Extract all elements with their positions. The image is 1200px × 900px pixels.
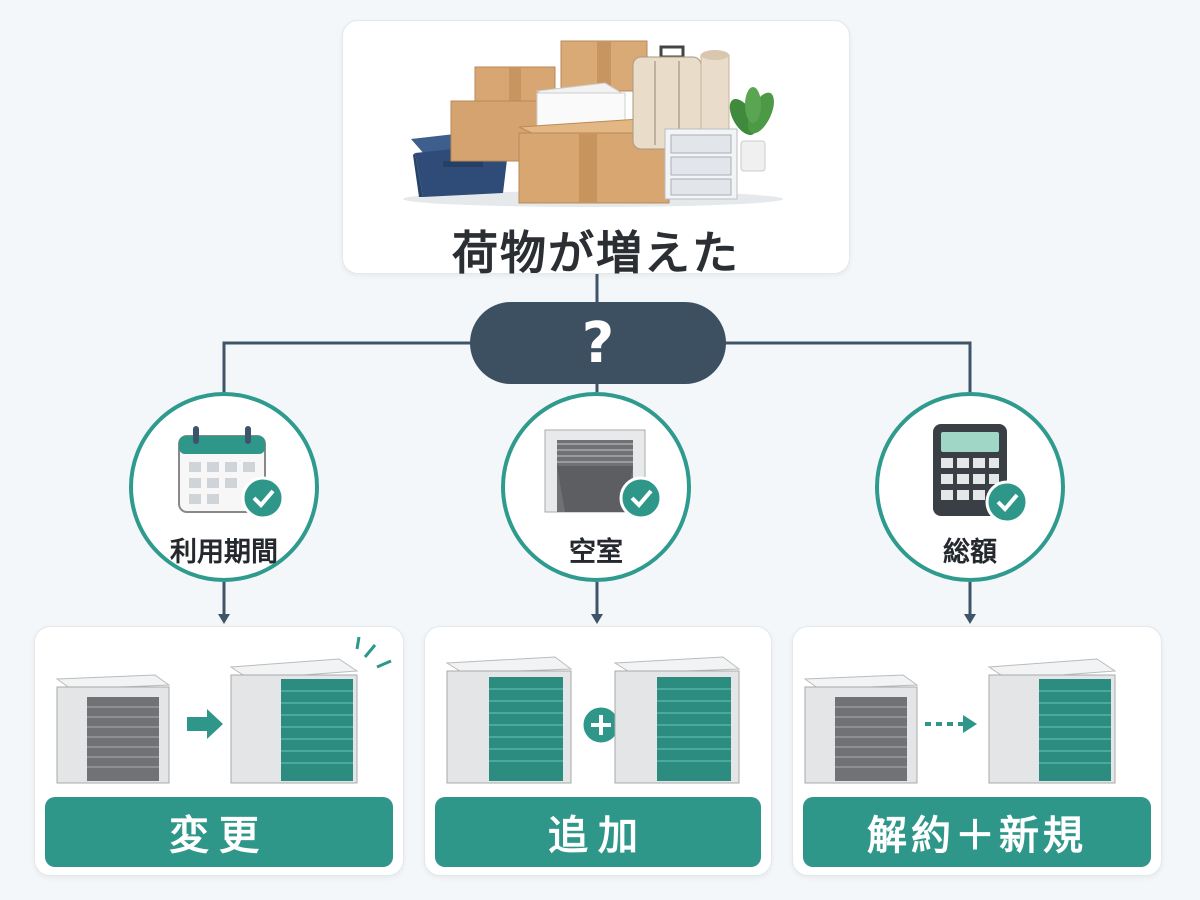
plastic-drawer-icon — [664, 128, 738, 200]
large-storage-unit-icon — [987, 658, 1117, 784]
small-storage-unit-icon — [55, 674, 171, 784]
option-button-change[interactable]: 変更 — [45, 797, 393, 867]
option-card-add: 追加 — [424, 626, 772, 876]
factor-circle-vacancy: 空室 — [501, 392, 691, 582]
factor-circle-period: 利用期間 — [129, 392, 319, 582]
question-pill: ? — [470, 302, 726, 384]
cancel-new-unit-illustration — [803, 658, 1117, 784]
dashed-arrow-right-icon — [925, 715, 977, 733]
small-storage-unit-icon — [803, 674, 919, 784]
large-storage-unit-icon — [229, 658, 359, 784]
factor-label: 総額 — [943, 537, 997, 568]
factor-label: 利用期間 — [170, 537, 278, 568]
top-card-luggage: 荷物が増えた — [342, 20, 850, 280]
potted-plant-icon — [729, 87, 774, 172]
option-card-change: 変更 — [34, 626, 404, 876]
factor-label: 空室 — [569, 537, 623, 568]
option-button-add[interactable]: 追加 — [435, 797, 761, 867]
plus-icon — [580, 704, 622, 746]
storage-unit-icon — [544, 429, 661, 520]
change-unit-illustration — [55, 636, 392, 784]
storage-unit-left-icon — [445, 656, 573, 784]
calendar-icon — [178, 426, 285, 520]
add-unit-illustration — [445, 656, 741, 784]
arrow-right-icon — [187, 709, 223, 739]
storage-unit-right-icon — [613, 656, 741, 784]
calculator-icon — [933, 424, 1029, 524]
option-card-cancel-new: 解約＋新規 — [792, 626, 1162, 876]
luggage-pile-illustration — [403, 40, 783, 207]
option-button-cancel-new[interactable]: 解約＋新規 — [803, 797, 1151, 867]
factor-circle-total: 総額 — [875, 392, 1065, 582]
sparkle-icon — [355, 636, 392, 669]
top-title: 荷物が増えた — [452, 226, 740, 280]
